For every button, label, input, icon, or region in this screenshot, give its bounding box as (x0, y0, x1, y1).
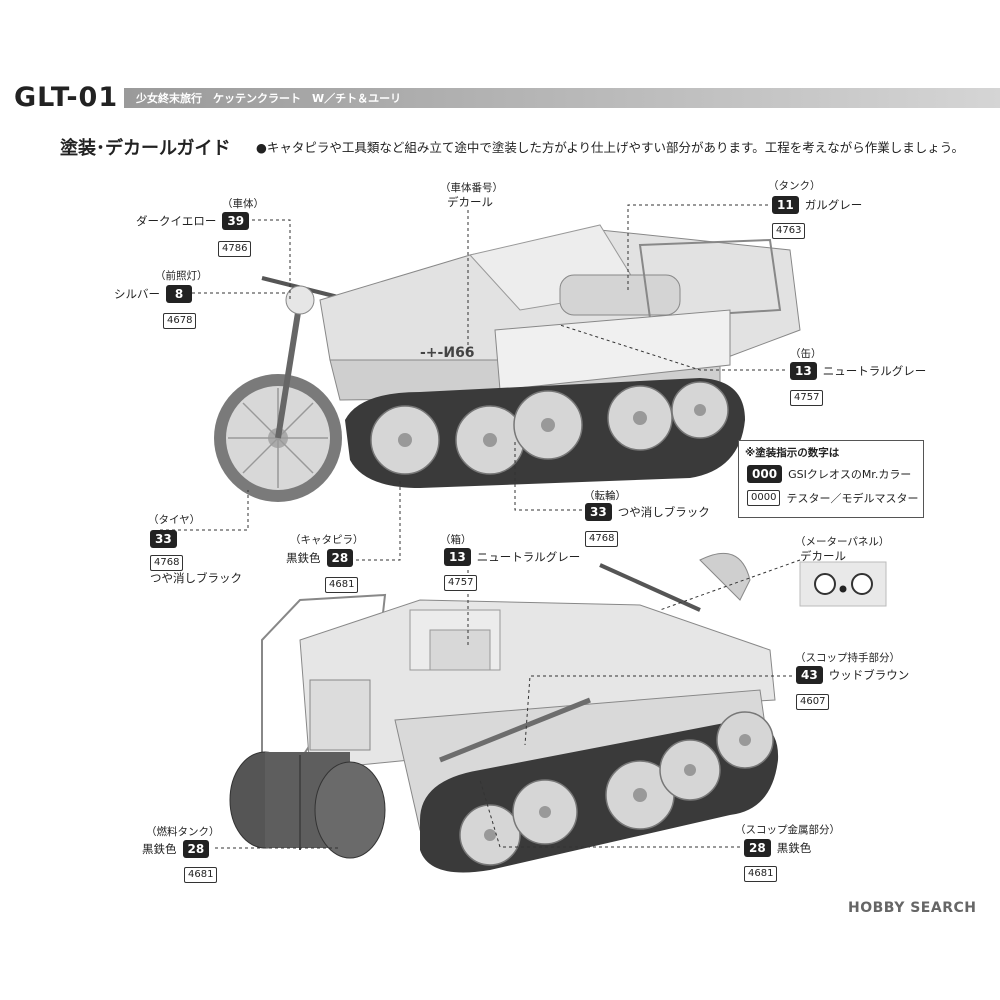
callout-shovel-metal-color: 28 黒鉄色 (744, 839, 811, 857)
color-name: ニュートラルグレー (822, 364, 927, 378)
legend-title: ※塗装指示の数字は (745, 447, 840, 459)
meter-decal-label: デカール (800, 549, 846, 563)
tester-code: 4681 (184, 867, 218, 883)
mr-color-badge: 39 (222, 212, 250, 230)
mr-color-badge: 28 (744, 839, 771, 857)
legend-text-tester: テスター／モデルマスター (786, 492, 919, 505)
callout-caption-tire: （タイヤ） (148, 514, 201, 526)
color-name: 黒鉄色 (142, 842, 177, 856)
mr-color-badge: 8 (166, 285, 192, 303)
tire-color-name: つや消しブラック (150, 571, 242, 585)
hull-number-marking: -+-И66 (420, 345, 475, 361)
mr-color-badge: 33 (585, 503, 612, 521)
mr-color-badge: 28 (182, 840, 210, 858)
tester-code: 4786 (218, 241, 252, 257)
tester-code: 4768 (585, 531, 619, 547)
callout-box-color: 13 ニュートラルグレー (444, 548, 580, 566)
callout-fuel-tank-color: 黒鉄色 28 (142, 840, 210, 858)
tester-code: 4757 (790, 390, 824, 406)
hull-number-decal: デカール (447, 195, 493, 209)
leader-lines (160, 204, 801, 849)
mr-color-badge: 33 (150, 530, 177, 548)
callout-caption-track: （キャタピラ） (290, 534, 364, 546)
color-name: 黒鉄色 (776, 841, 812, 855)
callout-caption-hull-number: （車体番号） (440, 182, 503, 194)
callout-body-color: ダークイエロー 39 (136, 212, 250, 230)
color-name: ダークイエロー (136, 214, 217, 228)
header-subtitle: 少女終末旅行 ケッテンクラート W／チト＆ユーリ (136, 92, 402, 105)
header-bar (124, 88, 1000, 108)
page-code: GLT-01 (14, 82, 119, 113)
fuel-drums (229, 751, 386, 859)
tester-code: 4763 (772, 223, 806, 239)
callout-caption-shovel-handle: （スコップ持手部分） (795, 652, 900, 664)
assembly-note: ●キャタピラや工具類など組み立て途中で塗装した方がより仕上げやすい部分があります… (256, 140, 965, 155)
mr-color-badge: 13 (444, 548, 471, 566)
tester-code: 4757 (444, 575, 478, 591)
callout-wheel-color: 33 つや消しブラック (585, 503, 710, 521)
callout-caption-box: （箱） (440, 534, 472, 546)
kettenkrad-lower (229, 552, 779, 873)
color-legend: ※塗装指示の数字は 000 GSIクレオスのMr.カラー 0000 テスター／モ… (738, 440, 924, 518)
legend-sample-tester: 0000 (747, 490, 781, 506)
kettenkrad-upper: -+-И66 (214, 224, 801, 502)
tester-code: 4768 (150, 555, 184, 571)
tester-code: 4681 (744, 866, 778, 882)
color-name: 黒鉄色 (286, 551, 321, 565)
legend-text-mr: GSIクレオスのMr.カラー (788, 468, 912, 481)
callout-body: （車体） (222, 196, 264, 211)
legend-sample-mr: 000 (747, 465, 783, 483)
callout-caption-headlight: （前照灯） (155, 270, 208, 282)
legend-item-mr: 000 GSIクレオスのMr.カラー (747, 465, 911, 483)
callout-shovel-handle-color: 43 ウッドブラウン (796, 666, 909, 684)
callout-caption-shovel-metal: （スコップ金属部分） (735, 824, 840, 836)
meter-decal-sample (799, 561, 887, 607)
callout-caption-can: （缶） (790, 348, 822, 360)
callout-caption-meter: （メーターパネル） (795, 536, 890, 548)
hobby-search-logo: HOBBY SEARCH (848, 900, 977, 916)
color-name: ニュートラルグレー (476, 550, 581, 564)
callout-headlight-color: シルバー 8 (114, 285, 192, 303)
section-title: 塗装･デカールガイド (60, 138, 231, 159)
mr-color-badge: 11 (772, 196, 799, 214)
mr-color-badge: 28 (326, 549, 354, 567)
tester-code: 4607 (796, 694, 830, 710)
color-name: ガルグレー (804, 198, 863, 212)
callout-caption: （車体） (222, 198, 264, 210)
callout-caption-fuel-tank: （燃料タンク） (146, 826, 220, 838)
color-name: シルバー (114, 287, 160, 301)
color-name: ウッドブラウン (828, 668, 910, 682)
callout-tank-color: 11 ガルグレー (772, 196, 862, 214)
callout-can-color: 13 ニュートラルグレー (790, 362, 926, 380)
callout-track-color: 黒鉄色 28 (286, 549, 354, 567)
tester-code: 4681 (325, 577, 359, 593)
callout-caption-tank: （タンク） (768, 180, 821, 192)
mr-color-badge: 43 (796, 666, 823, 684)
color-name: つや消しブラック (617, 505, 710, 519)
legend-item-tester: 0000 テスター／モデルマスター (747, 490, 918, 506)
mr-color-badge: 13 (790, 362, 817, 380)
callout-caption-wheel: （転輪） (584, 490, 626, 502)
tester-code: 4678 (163, 313, 197, 329)
